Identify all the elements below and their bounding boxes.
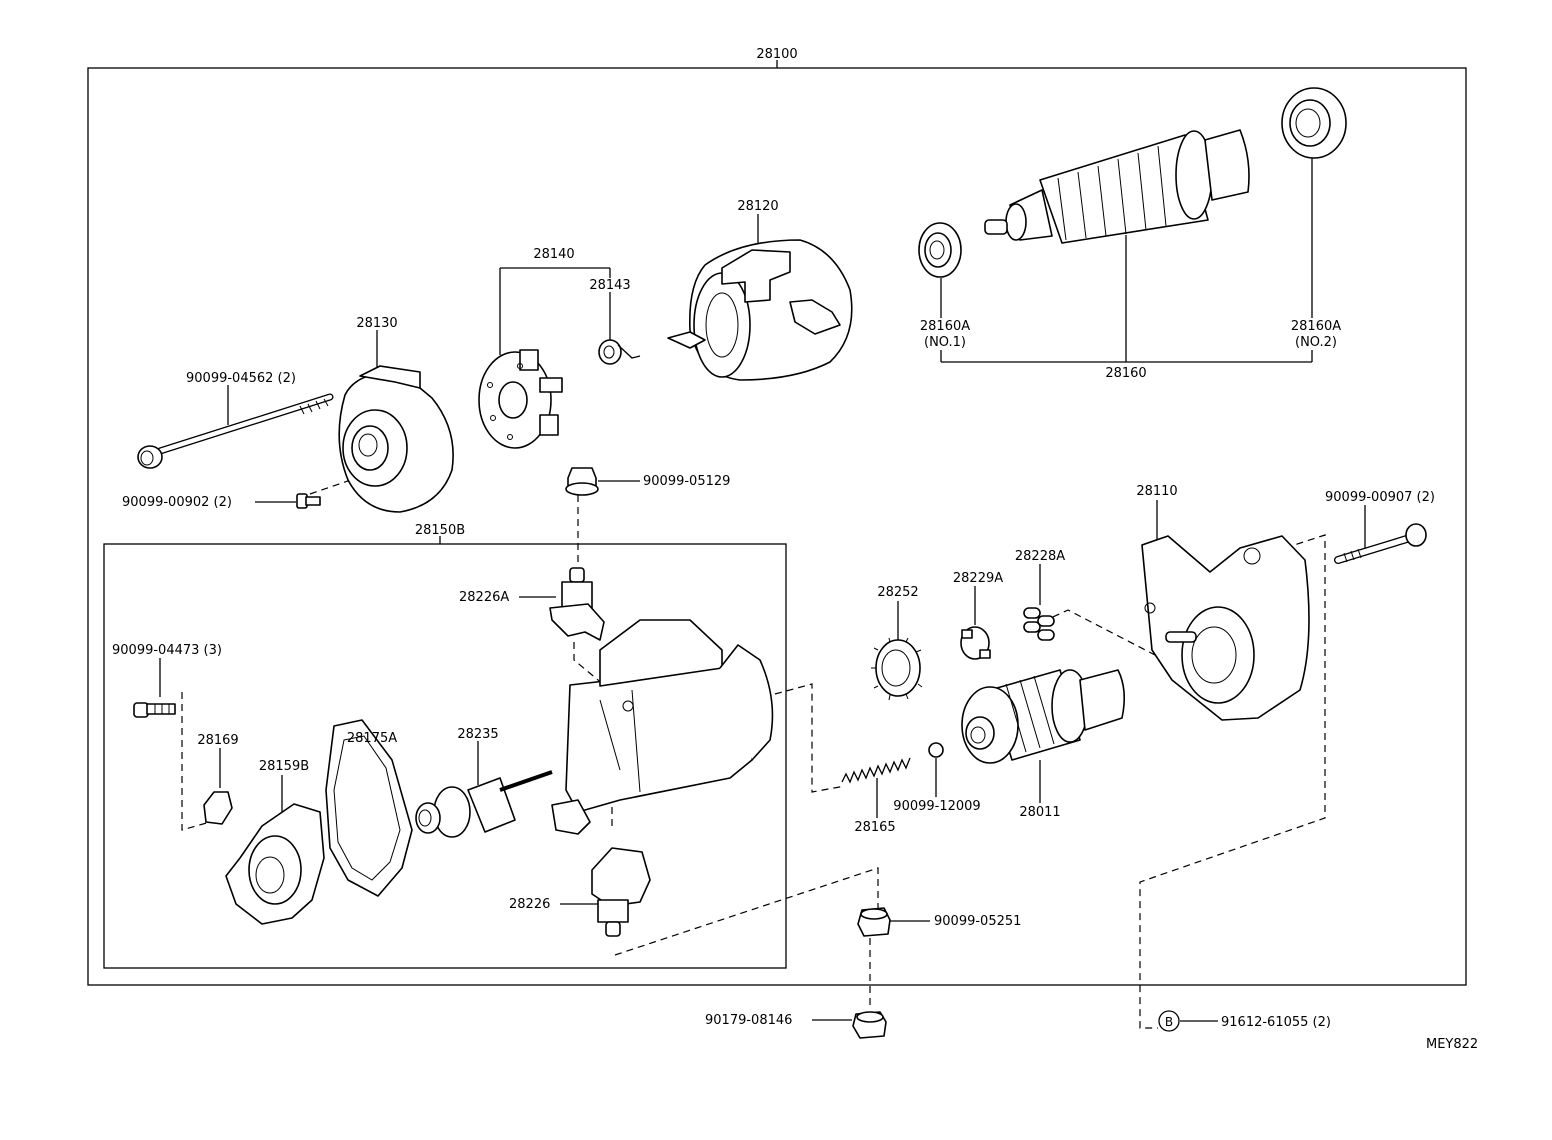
- label-idle-gear: 28252: [877, 585, 918, 600]
- label-housing-end: 28130: [356, 316, 397, 331]
- gasket-part: [325, 719, 413, 897]
- nut-mid-part: [857, 907, 891, 937]
- label-gasket: 28175A: [347, 731, 397, 746]
- label-spring: 28165: [854, 820, 895, 835]
- screw-three-part: [133, 702, 176, 718]
- retainer-part: [960, 626, 991, 660]
- label-bearing-no1-sub: (NO.1): [924, 335, 966, 350]
- nut-top-part: [565, 467, 599, 496]
- label-brush-holder: 28140: [533, 247, 574, 262]
- label-nut-bottom: 90179-08146: [705, 1013, 792, 1028]
- label-bearing-no1: 28160A: [920, 319, 970, 334]
- label-cover: 28159B: [259, 759, 309, 774]
- label-bolt-marker: B: [1165, 1015, 1173, 1029]
- label-screw-small: 90099-00902 (2): [122, 495, 232, 510]
- brush-holder-part: [478, 349, 563, 449]
- armature-part: [984, 129, 1250, 244]
- label-bolt-right: 90099-00907 (2): [1325, 490, 1435, 505]
- label-plunger: 28235: [457, 727, 498, 742]
- bolt-right-part: [1334, 523, 1427, 564]
- label-bearing-no2: 28160A: [1291, 319, 1341, 334]
- label-drive-housing: 28110: [1136, 484, 1177, 499]
- yoke-part: [667, 239, 853, 381]
- label-solenoid-group: 28150B: [415, 523, 465, 538]
- end-housing-part: [338, 365, 454, 513]
- label-terminal-a: 28226A: [459, 590, 509, 605]
- figure-code: MEY822: [1426, 1037, 1478, 1052]
- clutch-part: [961, 669, 1126, 764]
- label-brush-spring: 28143: [589, 278, 630, 293]
- small-screw-part: [296, 493, 321, 509]
- terminal-part: [591, 847, 651, 937]
- label-nut-mid: 90099-05251: [934, 914, 1021, 929]
- label-bolt-bottom: 91612-61055 (2): [1221, 1015, 1331, 1030]
- label-retainer: 28229A: [953, 571, 1003, 586]
- drive-housing-part: [1141, 535, 1310, 721]
- clip-part: [203, 791, 233, 825]
- label-bolt-long: 90099-04562 (2): [186, 371, 296, 386]
- long-bolt-part: [137, 393, 334, 469]
- label-clutch: 28011: [1019, 805, 1060, 820]
- label-assembly: 28100: [756, 47, 797, 62]
- label-ball: 90099-12009: [893, 799, 980, 814]
- label-bearing-no2-sub: (NO.2): [1295, 335, 1337, 350]
- nut-bottom-part: [852, 1011, 887, 1039]
- brush-spring-part: [598, 339, 641, 365]
- bearing-no2-part: [1281, 87, 1347, 159]
- label-screw-three: 90099-04473 (3): [112, 643, 222, 658]
- label-clip: 28169: [197, 733, 238, 748]
- bolt-marker-circle: [1158, 1010, 1180, 1032]
- idle-gear-part: [871, 637, 923, 701]
- bearing-no1-part: [918, 222, 962, 278]
- label-yoke: 28120: [737, 199, 778, 214]
- label-nut-top: 90099-05129: [643, 474, 730, 489]
- ball-part: [928, 742, 944, 758]
- solenoid-body-part: [551, 619, 774, 835]
- label-armature-group: 28160: [1105, 366, 1146, 381]
- label-terminal: 28226: [509, 897, 550, 912]
- cover-part: [225, 803, 325, 925]
- plunger-part: [415, 770, 553, 838]
- rollers-part: [1023, 607, 1055, 641]
- label-rollers: 28228A: [1015, 549, 1065, 564]
- terminal-a-part: [549, 567, 605, 641]
- solenoid-group-frame: [103, 543, 787, 969]
- spring-part: [841, 757, 911, 784]
- part-labels: 28100 28130 90099-04562 (2) 90099-00902 …: [112, 47, 1478, 1052]
